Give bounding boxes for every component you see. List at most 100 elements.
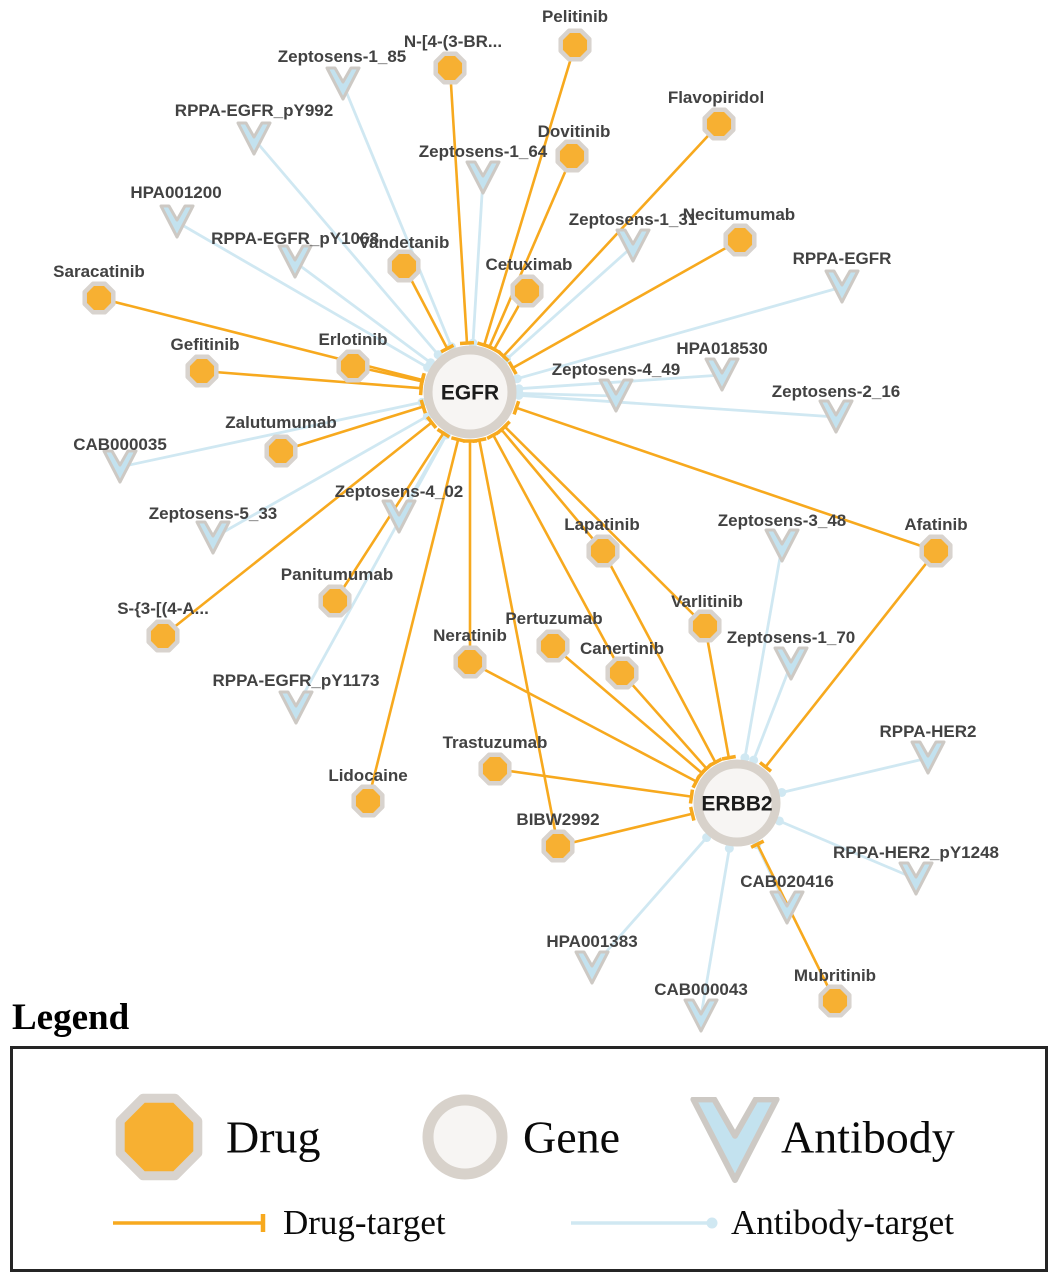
node-hpa001383-label: HPA001383	[546, 932, 637, 951]
node-lidocaine-label: Lidocaine	[328, 766, 407, 785]
legend-title: Legend	[12, 997, 130, 1038]
edge-afatinib-erbb2-tee-marker	[758, 761, 773, 773]
node-lapatinib-label: Lapatinib	[564, 515, 640, 534]
edge-lidocaine-egfr	[366, 439, 460, 802]
node-saracatinib	[82, 281, 116, 315]
edge-afatinib-erbb2	[764, 550, 938, 768]
node-rppa-egfr-py1068	[277, 244, 313, 279]
node-cetuximab-label: Cetuximab	[486, 255, 573, 274]
edge-trastuzumab-erbb2	[494, 767, 692, 798]
edge-canertinib-erbb2	[621, 672, 708, 770]
edge-flavopiridol-egfr	[502, 123, 720, 357]
node-necitumumab-label: Necitumumab	[683, 205, 795, 224]
node-zeptosens-4-02	[381, 499, 417, 534]
node-cab000035-label: CAB000035	[73, 435, 167, 454]
node-rppa-her2	[910, 740, 946, 775]
node-zeptosens-3-48	[764, 528, 800, 563]
edge-necitumumab-egfr-tee-marker	[507, 361, 518, 375]
node-zeptosens-4-49	[598, 378, 634, 413]
node-pertuzumab	[536, 629, 570, 663]
node-cab000035	[102, 449, 138, 484]
node-rppa-her2-py1248	[898, 861, 934, 896]
edge-zeptosens-2-16-egfr	[518, 393, 837, 419]
edge-erlotinib-egfr-tee-marker	[418, 374, 426, 389]
node-zeptosens-1-31	[615, 228, 651, 263]
node-zeptosens-1-64-label: Zeptosens-1_64	[419, 142, 548, 161]
edge-mubritinib-erbb2-tee-marker	[750, 839, 765, 849]
edge-cab000043-erbb2	[699, 848, 731, 1017]
node-zeptosens-3-48-label: Zeptosens-3_48	[718, 511, 847, 530]
node-flavopiridol-label: Flavopiridol	[668, 88, 764, 107]
labels-layer: EGFRERBB2PelitinibN-[4-(3-BR...Flavopiri…	[53, 7, 999, 999]
node-rppa-egfr-py1173	[278, 690, 314, 725]
node-egfr-label: EGFR	[441, 381, 499, 404]
node-gefitinib-label: Gefitinib	[171, 335, 240, 354]
node-zeptosens-4-49-label: Zeptosens-4_49	[552, 360, 681, 379]
edge-canertinib-egfr	[492, 434, 624, 674]
edge-zeptosens-1-70-erbb2	[752, 663, 793, 761]
node-dovitinib-label: Dovitinib	[538, 122, 611, 141]
node-s-3-4-a-label: S-{3-[(4-A...	[117, 599, 209, 618]
node-mubritinib	[818, 984, 852, 1018]
edge-panitumumab-egfr-tee-marker	[436, 427, 451, 439]
edge-pelitinib-egfr	[482, 44, 577, 346]
legend-box: Drug Gene Antibody Drug-target Antibody-…	[10, 1046, 1048, 1272]
edge-rppa-her2-erbb2	[781, 756, 929, 794]
edge-zeptosens-2-16-egfr-dot-marker	[514, 390, 524, 400]
node-dovitinib	[555, 139, 589, 173]
edge-lapatinib-erbb2	[601, 550, 717, 763]
node-zeptosens-4-02-label: Zeptosens-4_02	[335, 482, 464, 501]
edge-lidocaine-egfr-tee-marker	[450, 436, 466, 443]
edge-zeptosens-1-31-egfr	[505, 244, 634, 361]
edge-varlitinib-egfr-tee-marker	[498, 420, 511, 433]
node-canertinib	[605, 656, 639, 690]
edge-afatinib-egfr-tee-marker	[512, 400, 521, 416]
node-zeptosens-1-31-label: Zeptosens-1_31	[569, 210, 698, 229]
node-lapatinib	[586, 534, 620, 568]
edge-necitumumab-egfr	[512, 238, 741, 370]
edges-layer	[98, 44, 938, 1017]
gene-icon	[422, 1094, 508, 1180]
edge-neratinib-erbb2	[469, 660, 697, 783]
node-erlotinib-label: Erlotinib	[319, 330, 388, 349]
node-hpa018530	[704, 357, 740, 392]
node-bibw2992	[541, 829, 575, 863]
node-zeptosens-5-33-label: Zeptosens-5_33	[149, 504, 278, 523]
node-rppa-egfr-py992-label: RPPA-EGFR_pY992	[175, 101, 333, 120]
node-cab000043	[683, 998, 719, 1033]
node-neratinib	[453, 645, 487, 679]
legend-drug-target-label: Drug-target	[283, 1203, 446, 1242]
node-erlotinib	[336, 349, 370, 383]
node-pertuzumab-label: Pertuzumab	[505, 609, 602, 628]
node-rppa-egfr-py992	[236, 121, 272, 156]
legend-antibody-label: Antibody	[781, 1111, 955, 1163]
edge-rppa-egfr-py1068-egfr	[294, 260, 432, 364]
edge-s-3-4-a-egfr-tee-marker	[425, 415, 438, 430]
edge-dovitinib-egfr	[488, 155, 574, 348]
legend-drug-label: Drug	[226, 1111, 321, 1163]
edge-bibw2992-erbb2-tee-marker	[688, 806, 696, 821]
node-trastuzumab	[478, 752, 512, 786]
node-afatinib-label: Afatinib	[904, 515, 967, 534]
edge-bibw2992-egfr	[478, 439, 560, 847]
node-vandetanib	[387, 249, 421, 283]
node-zeptosens-1-70-label: Zeptosens-1_70	[727, 628, 856, 647]
node-trastuzumab-label: Trastuzumab	[443, 733, 548, 752]
node-saracatinib-label: Saracatinib	[53, 262, 145, 281]
drug-icon	[115, 1093, 203, 1181]
edge-panitumumab-egfr	[333, 432, 445, 602]
antibody-icon	[690, 1097, 780, 1183]
node-mubritinib-label: Mubritinib	[794, 966, 876, 985]
node-rppa-her2-py1248-label: RPPA-HER2_pY1248	[833, 843, 999, 862]
edge-zalutumumab-egfr	[280, 405, 424, 453]
legend-antibody-target-label: Antibody-target	[731, 1203, 954, 1242]
node-rppa-egfr-py1173-label: RPPA-EGFR_pY1173	[213, 671, 380, 690]
node-erbb2-label: ERBB2	[701, 792, 772, 815]
legend-gene-label: Gene	[523, 1111, 621, 1163]
edge-zeptosens-5-33-egfr	[212, 414, 429, 540]
edge-rppa-egfr-py1173-egfr	[294, 434, 448, 709]
node-cab020416-label: CAB020416	[740, 872, 834, 891]
node-s-3-4-a	[146, 619, 180, 653]
edge-zeptosens-1-85-egfr	[341, 83, 453, 348]
